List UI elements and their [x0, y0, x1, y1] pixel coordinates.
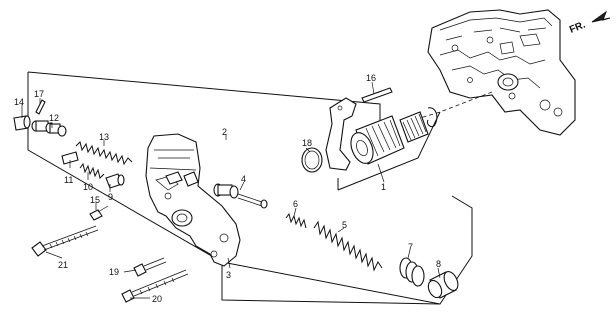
callout-7: 7 — [408, 242, 413, 252]
pin — [361, 87, 393, 103]
direction-label: FR. — [568, 19, 587, 35]
callout-11: 11 — [64, 175, 73, 185]
callout-labels: 1 2 3 4 5 6 7 8 9 10 11 12 13 14 15 16 1… — [14, 73, 441, 304]
callout-12: 12 — [49, 113, 59, 123]
leader-lines — [21, 81, 441, 299]
front-direction-indicator: FR. — [568, 10, 611, 36]
callout-19: 19 — [109, 267, 119, 277]
direction-arrow-icon — [591, 10, 611, 23]
subassembly-frame — [337, 111, 441, 191]
secondary-valve-body — [145, 133, 241, 267]
callout-4: 4 — [241, 174, 246, 184]
callout-14: 14 — [14, 97, 24, 107]
snap-ring — [427, 107, 438, 127]
bolt-21 — [31, 225, 99, 257]
callout-18: 18 — [302, 138, 312, 148]
callout-16: 16 — [366, 73, 376, 83]
bolt-19 — [133, 257, 167, 277]
assembly-frame-bottom — [221, 261, 441, 305]
bolt-20 — [121, 269, 189, 303]
bolt-15 — [89, 205, 109, 221]
callout-17: 17 — [34, 89, 44, 99]
callout-9: 9 — [108, 192, 113, 202]
callout-2: 2 — [222, 127, 227, 137]
assembly-frame-side — [27, 72, 473, 305]
callout-1: 1 — [381, 182, 386, 192]
retainer — [61, 151, 79, 165]
spool-valve — [31, 120, 67, 137]
small-pin — [35, 99, 46, 115]
spring-7 — [399, 257, 425, 287]
spring-5 — [313, 220, 383, 272]
spring-6 — [285, 212, 307, 229]
callout-10: 10 — [83, 182, 93, 192]
valve-stem — [213, 183, 268, 209]
callout-6: 6 — [293, 199, 298, 209]
servo-assembly — [325, 97, 438, 171]
assembly-frame-top — [27, 71, 381, 120]
callout-8: 8 — [436, 259, 441, 269]
spring-10 — [79, 162, 105, 179]
callout-13: 13 — [99, 132, 109, 142]
piston — [427, 271, 459, 299]
spring-13 — [75, 141, 133, 166]
valve-9 — [105, 173, 125, 189]
callout-5: 5 — [342, 220, 347, 230]
callout-20: 20 — [152, 294, 162, 304]
callout-21: 21 — [58, 260, 68, 270]
cap — [13, 115, 31, 131]
callout-15: 15 — [90, 195, 100, 205]
callout-3: 3 — [226, 270, 231, 280]
main-valve-body — [427, 9, 576, 136]
